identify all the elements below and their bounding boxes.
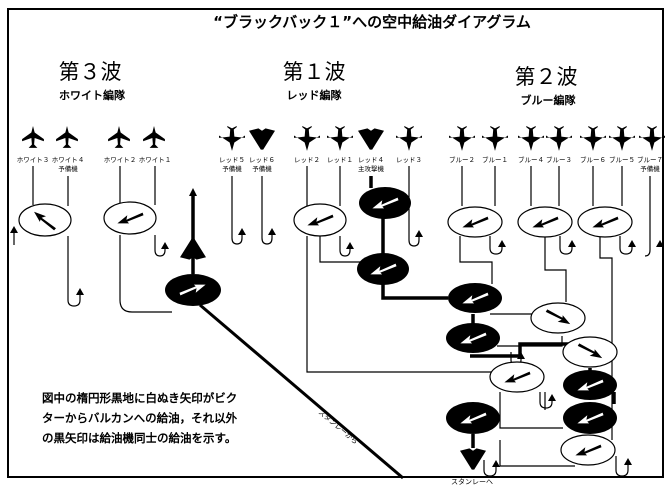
victor-icon (546, 126, 572, 151)
victor-icon (449, 126, 475, 151)
victor-icon (396, 126, 422, 151)
refuel-8 (489, 361, 545, 393)
vulcan-icon (358, 128, 384, 150)
aircraft-note: 主攻撃機 (358, 164, 385, 173)
aircraft-white-1: ホワイト１ (139, 126, 172, 164)
aircraft-label: レッド５ (219, 156, 245, 164)
aircraft-blue-5: ブルー５ (609, 126, 635, 164)
wave-2-heading: 第２波 (515, 65, 578, 89)
aircraft-label: レッド２ (294, 156, 320, 164)
legend-line-1: 図中の楕円形黒地に白ぬき矢印がビク (42, 391, 237, 405)
aircraft-label: ブルー１ (482, 155, 508, 164)
aircraft-label: レッド３ (396, 156, 422, 164)
aircraft-red-1: レッド１ (327, 126, 353, 164)
aircraft-blue-7: ブルー７ 予備機 (637, 126, 665, 173)
aircraft-white-4: ホワイト４ 予備機 (52, 126, 85, 173)
refuel-vulcan-white-1 (165, 274, 221, 306)
refuel-vulcan-9 (563, 370, 617, 400)
aircraft-label: ブルー３ (546, 155, 572, 164)
aircraft-label: ブルー５ (609, 155, 635, 164)
aircraft-red-4: レッド４ 主攻撃機 (358, 128, 385, 173)
victor-icon (143, 126, 165, 148)
aircraft-note: 予備機 (58, 164, 78, 173)
aircraft-label: レッド６ (249, 156, 275, 164)
refuel-white-3 (18, 203, 72, 237)
victor-icon (639, 126, 665, 151)
victor-icon (108, 126, 130, 148)
refuel-vulcan-red-1 (359, 187, 411, 219)
refuel-blue-6 (577, 206, 633, 238)
aircraft-white-3: ホワイト３ (17, 126, 50, 164)
aircraft-blue-6: ブルー６ (580, 126, 606, 164)
wave-3-heading: 第３波 (59, 60, 122, 84)
route-from-stanley (199, 303, 404, 480)
aircraft-blue-1: ブルー１ (482, 126, 508, 164)
refuel-12 (560, 434, 616, 466)
frame (7, 8, 664, 478)
aircraft-label: ブルー４ (518, 155, 544, 164)
aircraft-blue-4: ブルー４ (518, 126, 544, 164)
legend-line-3: の黒矢印は給油機同士の給油を示す。 (42, 431, 236, 445)
aircraft-red-5: レッド５ 予備機 (219, 126, 245, 173)
refuel-vulcan-red-3 (357, 253, 409, 285)
flight-paths (13, 166, 651, 480)
vulcan-outbound-icon (180, 238, 206, 260)
from-stanley-label: スタンレーから (317, 408, 360, 446)
refuel-red-2 (293, 203, 347, 237)
aircraft-blue-3: ブルー３ (546, 126, 572, 164)
victor-icon (327, 126, 353, 151)
aircraft-note: 予備機 (252, 164, 272, 173)
refuel-markers (18, 187, 633, 466)
vulcan-to-stanley-icon (460, 448, 486, 470)
victor-icon (609, 126, 635, 151)
red-formation-label: レッド編隊 (287, 88, 343, 102)
refuel-white-2 (103, 201, 157, 235)
refuel-7 (562, 336, 618, 368)
victor-icon (22, 126, 44, 148)
victor-icon (219, 126, 245, 151)
aircraft-note: 予備機 (640, 164, 660, 173)
refuel-blue-2 (447, 206, 503, 238)
aircraft-label: ブルー７ (637, 155, 663, 164)
aircraft-label: ホワイト３ (17, 156, 50, 164)
blue-formation-label: ブルー編隊 (521, 93, 577, 107)
aircraft-red-6: レッド６ 予備機 (249, 128, 275, 173)
refuel-blue-4 (517, 206, 573, 238)
aircraft-white-2: ホワイト２ (104, 126, 137, 164)
refuel-5 (530, 302, 586, 334)
aircraft-label: ホワイト１ (139, 156, 172, 164)
victor-icon (294, 126, 320, 151)
wave-1-heading: 第１波 (283, 60, 346, 84)
diagram-title: “ブラックバック１”への空中給油ダイアグラム (213, 13, 531, 31)
aircraft-label: ホワイト４ (52, 156, 85, 164)
vulcan-icon (249, 128, 275, 150)
aircraft-label: ブルー２ (449, 155, 475, 164)
aircraft-blue-2: ブルー２ (449, 126, 475, 164)
aircraft-note: 予備機 (222, 164, 242, 173)
refuel-vulcan-10 (446, 402, 500, 434)
refuel-vulcan-11 (563, 402, 617, 434)
aircraft-label: レッド４ (358, 156, 384, 164)
white-formation-label: ホワイト編隊 (59, 88, 126, 102)
to-stanley-label: スタンレーへ (451, 477, 493, 486)
legend-line-2: ターからバルカンへの給油，それ以外 (42, 411, 238, 425)
aircraft-label: ブルー６ (580, 155, 606, 164)
victor-icon (580, 126, 606, 151)
victor-icon (482, 126, 508, 151)
aircraft-red-3: レッド３ (396, 126, 422, 164)
refuel-vulcan-4 (448, 283, 502, 313)
victor-icon (518, 126, 544, 151)
victor-icon (56, 126, 78, 148)
refuel-vulcan-6 (446, 323, 500, 353)
aircraft-label: レッド１ (327, 156, 353, 164)
aircraft-red-2: レッド２ (294, 126, 320, 164)
aircraft-label: ホワイト２ (104, 156, 137, 164)
